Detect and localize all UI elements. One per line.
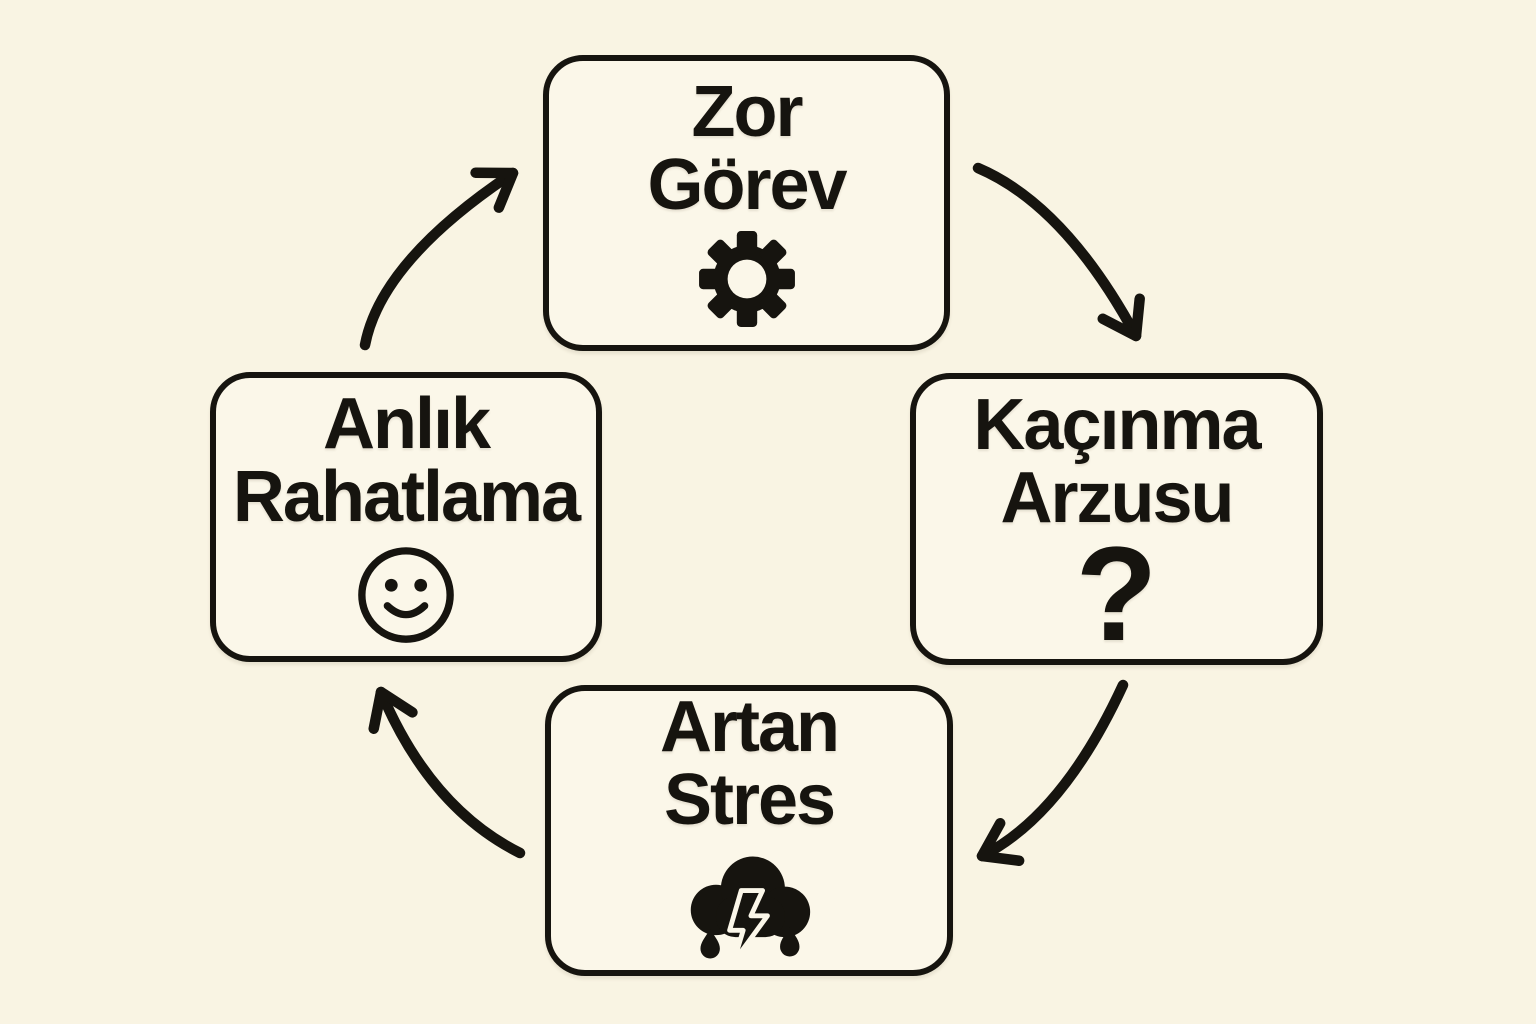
arrow-right-to-bottom [976,679,1129,866]
raindrop-icon [700,929,720,959]
question-mark-icon: ? [1075,519,1158,669]
node-kacinma-arzusu: Kaçınma Arzusu ? [910,373,1323,665]
node-artan-stres: Artan Stres [545,685,953,976]
smiley-face-icon [358,547,454,644]
arrow-bottom-to-left [368,686,526,859]
node-label-line1: Artan [659,687,840,767]
raindrop-icon [780,927,800,957]
node-zor-gorev: Zor Görev [543,55,950,351]
node-label-line2: Rahatlama [232,457,581,537]
arrow-top-to-right [972,162,1145,342]
node-label-line1: Anlık [322,383,491,464]
node-label-line2: Görev [647,145,847,225]
node-label: Artan Stres [659,687,840,841]
node-label-line1: Kaçınma [973,384,1261,465]
node-label-line1: Zor [691,71,804,152]
storm-cloud-icon [690,856,811,965]
node-label: Anlık Rahatlama [232,383,581,537]
node-label-line2: Arzusu [1000,458,1234,539]
node-label: Kaçınma Arzusu [973,384,1261,539]
gear-icon [698,231,795,328]
arrow-left-to-top [359,167,519,351]
node-label: Zor Görev [647,71,847,225]
lightning-bolt-icon [727,887,770,965]
node-anlik-rahatlama: Anlık Rahatlama [210,372,602,662]
node-label-line2: Stres [663,760,836,841]
